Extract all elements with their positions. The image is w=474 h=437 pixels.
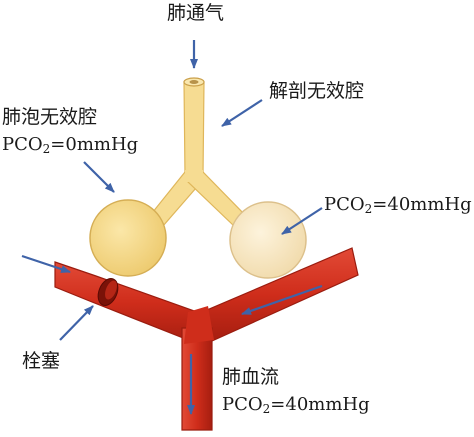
embolus-label: 栓塞: [22, 350, 61, 372]
pulmonary-blood-flow-label: 肺血流: [222, 366, 280, 388]
right-alveolus-pco2-label: PCO2=40mmHg: [324, 194, 472, 216]
ventilation-label: 肺通气: [167, 2, 225, 24]
alveolar-dead-space-label: 肺泡无效腔: [2, 106, 98, 128]
airway-tree: [89, 77, 307, 279]
anatomical-dead-space-label: 解剖无效腔: [269, 80, 365, 102]
annotation-arrows: [21, 40, 323, 415]
right-alveolus: [229, 201, 307, 279]
blood-pco2-label: PCO2=40mmHg: [222, 394, 370, 416]
left-alveolus-pco2-label: PCO2=0mmHg: [2, 134, 139, 156]
anatomical-dead-space-arrow: [221, 99, 263, 127]
pulmonary-vessels: [54, 247, 359, 431]
embolus-arrow: [59, 305, 94, 341]
blood-inflow-arrow: [21, 254, 71, 274]
right-branch-flow-arrow: [241, 284, 323, 316]
left-alveolus: [89, 199, 167, 277]
right-alveolus-arrow: [281, 207, 323, 235]
trachea: [183, 81, 205, 177]
alveolar-dead-space-arrow: [83, 161, 115, 193]
